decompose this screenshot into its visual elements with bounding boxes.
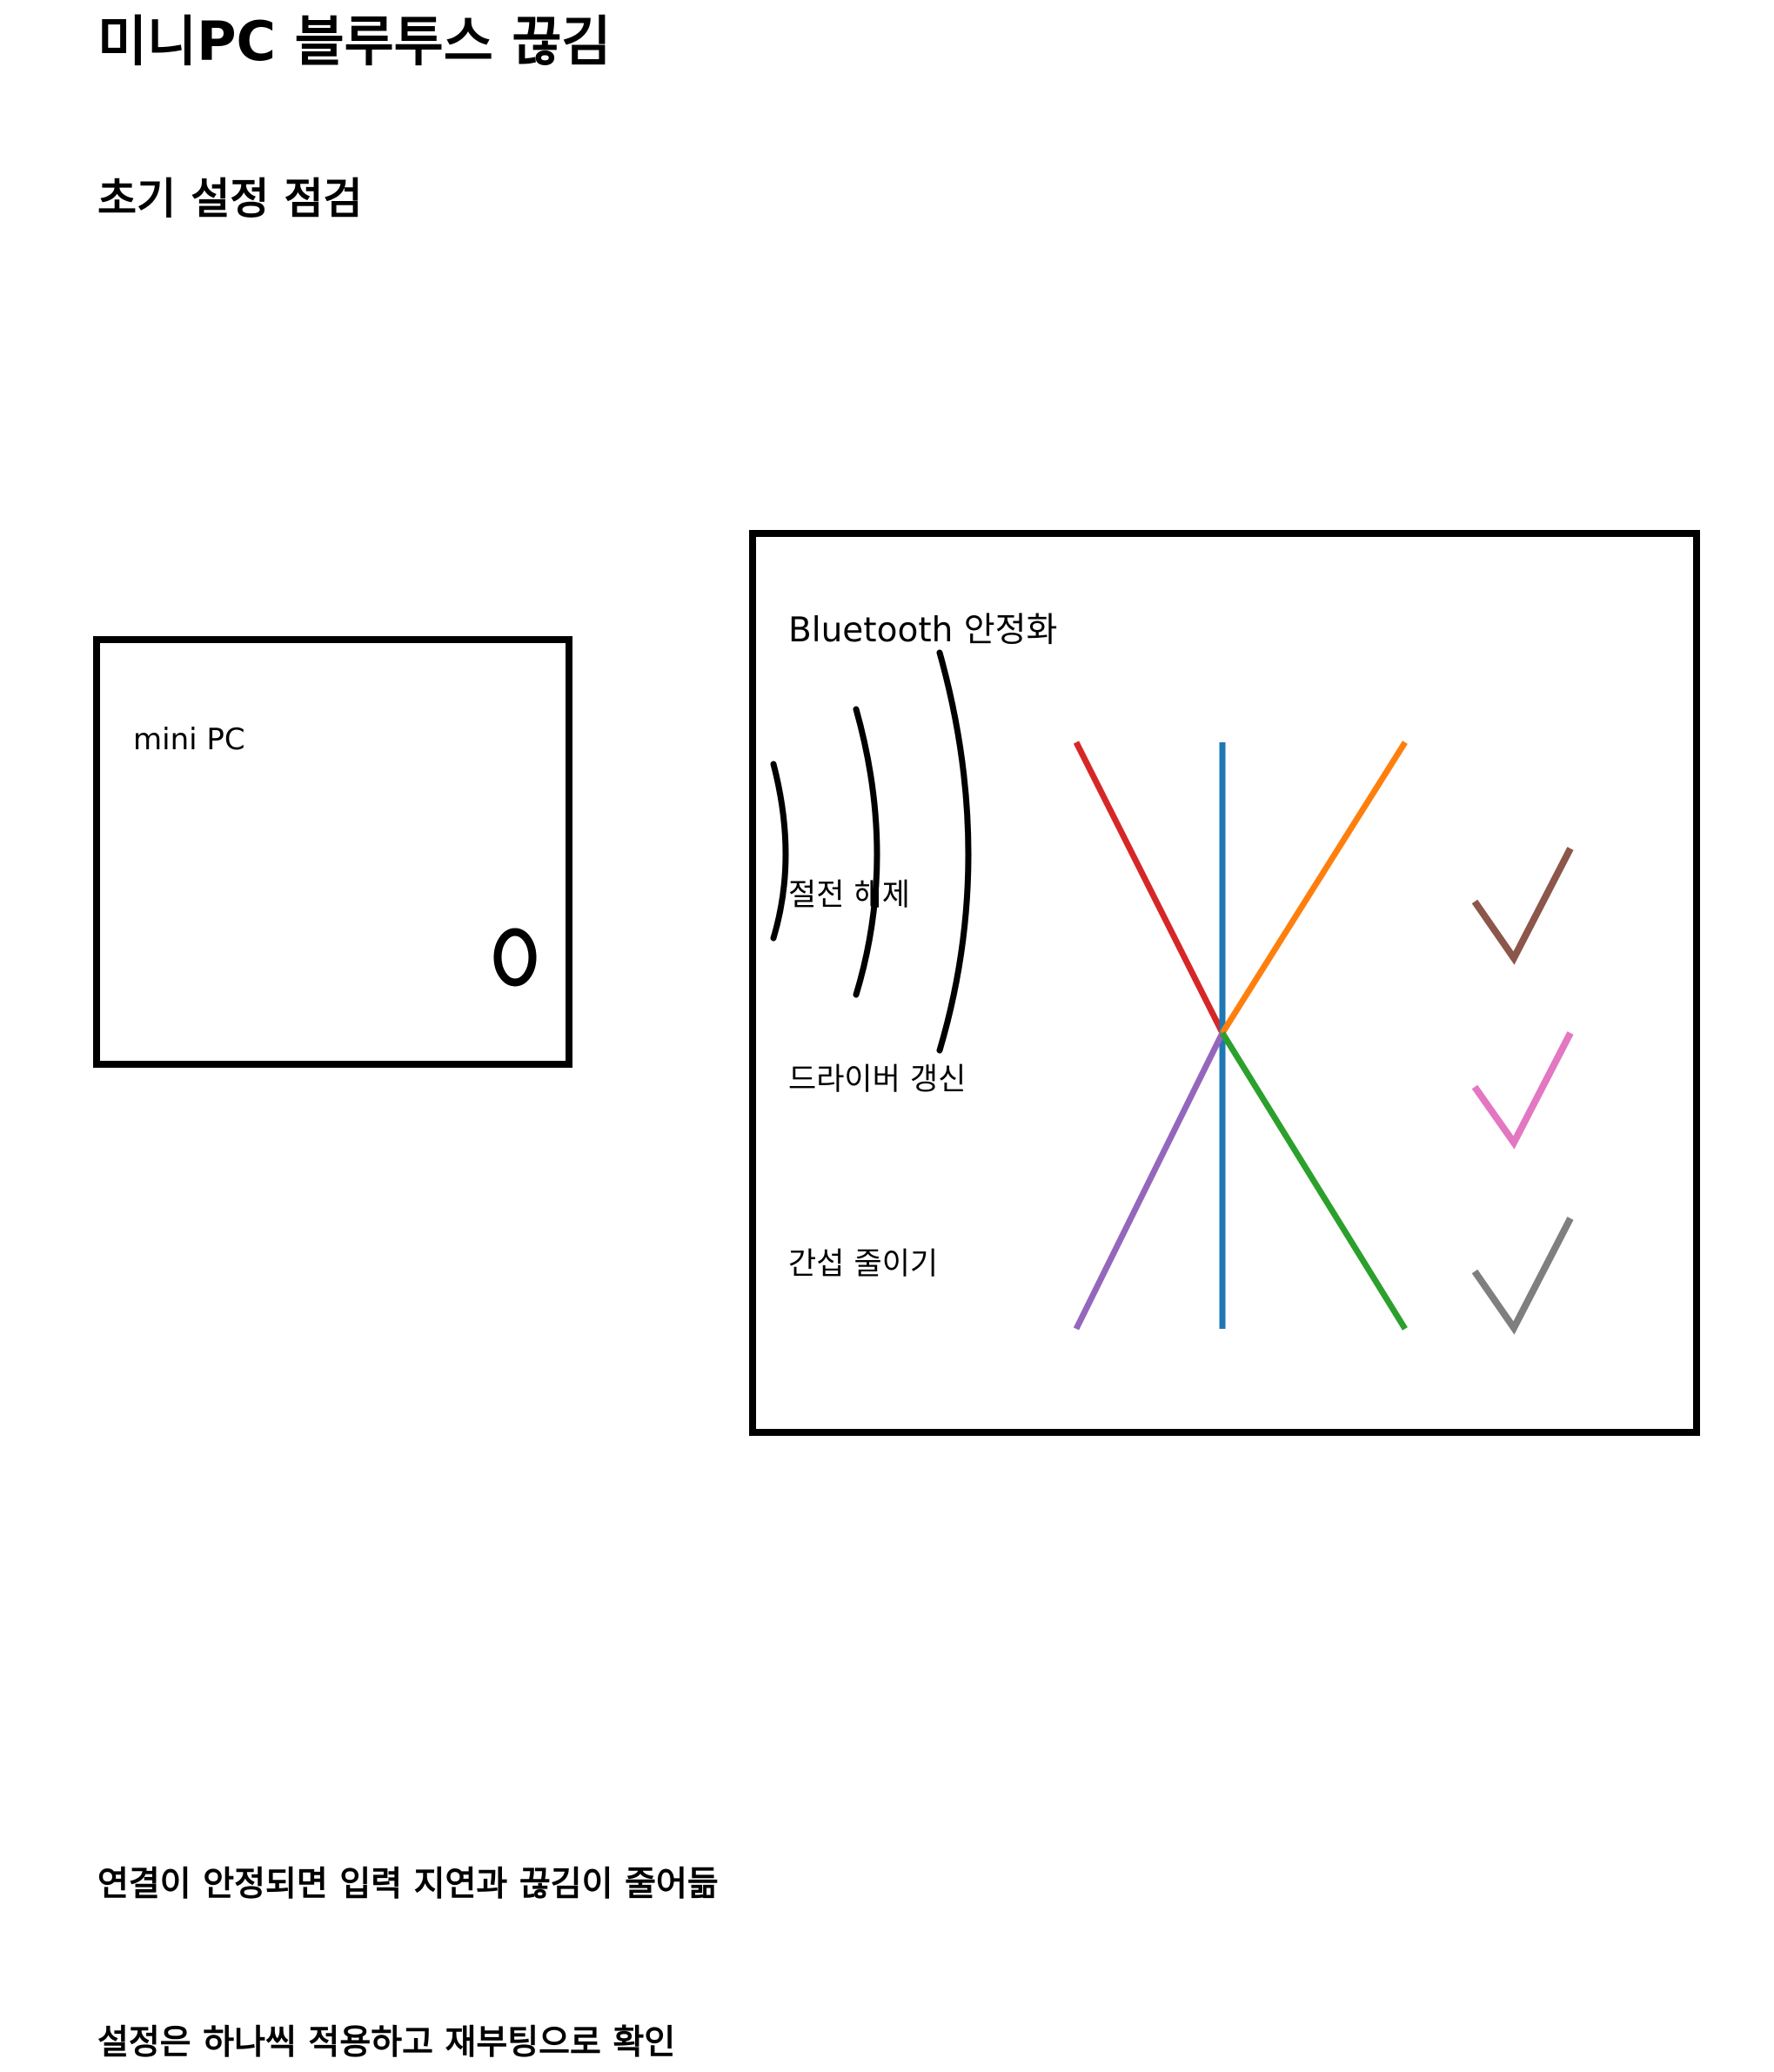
bluetooth-panel: Bluetooth 안정화 절전 해제 드라이버 갱신 간섭 줄이기 — [749, 530, 1700, 1436]
note-instruction: 설정은 하나씩 적용하고 재부팅으로 확인 — [97, 2023, 676, 2062]
step-label-driver-update: 드라이버 갱신 — [788, 1063, 966, 1097]
panel-title: Bluetooth 안정화 — [788, 611, 1057, 650]
page-title: 미니PC 블루투스 끊김 — [97, 10, 612, 73]
signal-arc-medium — [853, 706, 880, 998]
check-icon-power-saving — [1471, 847, 1574, 965]
line-green — [1220, 1031, 1408, 1331]
signal-arc-large — [936, 649, 972, 1054]
power-led-icon — [493, 928, 537, 987]
mini-pc-label: mini PC — [133, 722, 245, 757]
check-icon-reduce-interference — [1471, 1217, 1574, 1335]
section-title: 초기 설정 점검 — [97, 174, 363, 224]
bluetooth-signal-icon — [770, 649, 972, 1054]
note-result: 연결이 안정되면 입력 지연과 끊김이 줄어듦 — [97, 1865, 719, 1904]
check-icon-driver-update — [1471, 1031, 1574, 1150]
line-orange — [1220, 741, 1408, 1035]
signal-arc-small — [770, 761, 789, 942]
line-red — [1073, 741, 1226, 1035]
converging-lines — [1073, 741, 1408, 1331]
mini-pc-device: mini PC — [93, 636, 572, 1068]
step-label-reduce-interference: 간섭 줄이기 — [788, 1247, 938, 1282]
line-purple — [1073, 1031, 1226, 1331]
check-marks — [1471, 847, 1574, 1335]
panel-box — [749, 530, 1700, 1436]
mini-pc-box — [93, 636, 572, 1068]
step-label-power-saving: 절전 해제 — [788, 878, 910, 913]
